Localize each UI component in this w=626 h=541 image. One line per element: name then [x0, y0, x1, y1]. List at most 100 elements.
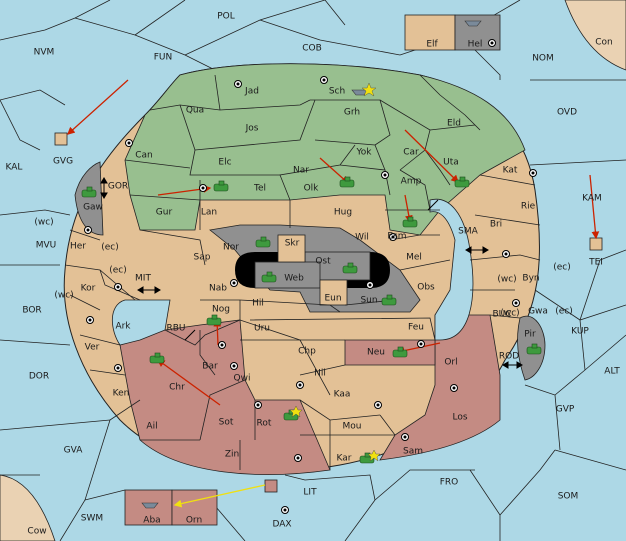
support-arrow	[173, 484, 266, 508]
label-ost: Ost	[315, 257, 331, 267]
label-byn: Byn	[522, 274, 539, 284]
label-amp: Amp	[401, 177, 422, 187]
label-skr: Skr	[285, 239, 300, 249]
label-orn: Orn	[186, 516, 202, 526]
army-tel[interactable]	[213, 180, 229, 192]
label-rod: ROD	[499, 352, 519, 362]
label-los: Los	[452, 413, 467, 423]
label-her: Her	[70, 242, 86, 252]
coast-label-gwa-wc: (wc)	[500, 309, 519, 319]
army-neu[interactable]	[392, 346, 408, 358]
coast-label-kor-wc: (wc)	[54, 291, 73, 301]
label-ail: Ail	[146, 422, 157, 432]
label-bar: Bar	[202, 362, 218, 372]
land-eun-box[interactable]	[319, 279, 348, 306]
label-elf: Elf	[426, 40, 438, 50]
label-pol: POL	[217, 12, 235, 22]
label-sam: Sam	[403, 447, 423, 457]
label-mel: Mel	[406, 253, 422, 263]
label-ovd: OVD	[557, 108, 577, 118]
label-ark: Ark	[115, 322, 131, 332]
label-fro: FRO	[440, 478, 459, 488]
label-feu: Feu	[408, 323, 424, 333]
supply-centers	[84, 39, 537, 514]
land-orn[interactable]	[171, 489, 218, 526]
label-kaa: Kaa	[334, 390, 351, 400]
label-gor: GOR	[108, 182, 128, 192]
fleet-hel[interactable]	[464, 20, 482, 27]
label-uru: Uru	[254, 324, 270, 334]
label-cob: COB	[302, 44, 322, 54]
land-tei[interactable]	[589, 237, 603, 251]
label-kam: KAM	[582, 194, 602, 204]
label-sot: Sot	[219, 418, 234, 428]
label-esm: Esm	[387, 232, 406, 242]
army-nog[interactable]	[206, 314, 222, 326]
army-sun[interactable]	[381, 294, 397, 306]
star-sch	[361, 82, 377, 97]
label-bor: BOR	[22, 306, 41, 316]
red-zone-east	[379, 314, 501, 461]
label-zin: Zin	[225, 450, 239, 460]
label-gwa: Gwa	[528, 307, 548, 317]
label-mvu: MVU	[36, 241, 57, 251]
label-aba: Aba	[143, 516, 160, 526]
land-elf[interactable]	[404, 14, 456, 51]
army-esm[interactable]	[402, 216, 418, 228]
fleet-sch[interactable]	[351, 89, 369, 96]
army-pir[interactable]	[526, 343, 542, 355]
label-wil: Wil	[355, 233, 369, 243]
label-gur: Gur	[156, 208, 173, 218]
label-nil: Nil	[314, 369, 326, 379]
label-nar: Nar	[293, 166, 309, 176]
army-nor[interactable]	[255, 236, 271, 248]
land-lit-hub[interactable]	[264, 479, 278, 493]
label-gva: GVA	[64, 446, 84, 456]
label-web: Web	[284, 274, 304, 284]
star-kar	[367, 449, 381, 462]
label-nab: Nab	[209, 284, 227, 294]
label-som: SOM	[558, 492, 579, 502]
label-swm: SWM	[81, 514, 103, 524]
label-buc: BUC	[492, 310, 511, 320]
label-kat: Kat	[503, 166, 518, 176]
fleet-aba[interactable]	[141, 502, 159, 509]
coast-label-gwa-ec: (ec)	[555, 307, 573, 317]
army-ost[interactable]	[342, 262, 358, 274]
label-lit: LIT	[303, 488, 317, 498]
label-tel: Tel	[253, 184, 266, 194]
red-zone-west	[119, 319, 331, 475]
label-rot: Rot	[257, 419, 272, 429]
label-gvp: GVP	[556, 405, 575, 415]
land-con[interactable]	[564, 0, 626, 71]
label-rbu: RBU	[166, 324, 185, 334]
coast-label-byn-ec: (ec)	[553, 263, 571, 273]
land-skr-box[interactable]	[277, 234, 306, 263]
label-nor: Nor	[223, 243, 239, 253]
land-gvg[interactable]	[54, 132, 68, 146]
label-sma: SMA	[458, 227, 478, 237]
label-con: Con	[595, 38, 613, 48]
label-yok: Yok	[355, 148, 372, 158]
label-hel: Hel	[468, 40, 483, 50]
label-kar: Kar	[337, 454, 352, 464]
label-eld: Eld	[447, 119, 461, 129]
coast-label-byn-wc: (wc)	[497, 275, 516, 285]
label-nom: NOM	[532, 54, 554, 64]
label-hug: Hug	[334, 208, 352, 218]
label-sch: Sch	[329, 87, 345, 97]
army-uta[interactable]	[454, 176, 470, 188]
label-nog: Nog	[212, 305, 230, 315]
land-gaw-shape[interactable]	[74, 161, 104, 236]
coast-label-her-ec: (ec)	[101, 243, 119, 253]
label-olk: Olk	[304, 184, 320, 194]
double-arrows	[100, 177, 523, 369]
army-gaw[interactable]	[81, 186, 97, 198]
inner-channel-east	[429, 198, 474, 341]
army-olk[interactable]	[339, 176, 355, 188]
label-sap: Sap	[194, 253, 211, 263]
label-chp: Chp	[298, 347, 316, 357]
label-grh: Grh	[344, 108, 360, 118]
army-web[interactable]	[261, 271, 277, 283]
army-chr[interactable]	[149, 352, 165, 364]
